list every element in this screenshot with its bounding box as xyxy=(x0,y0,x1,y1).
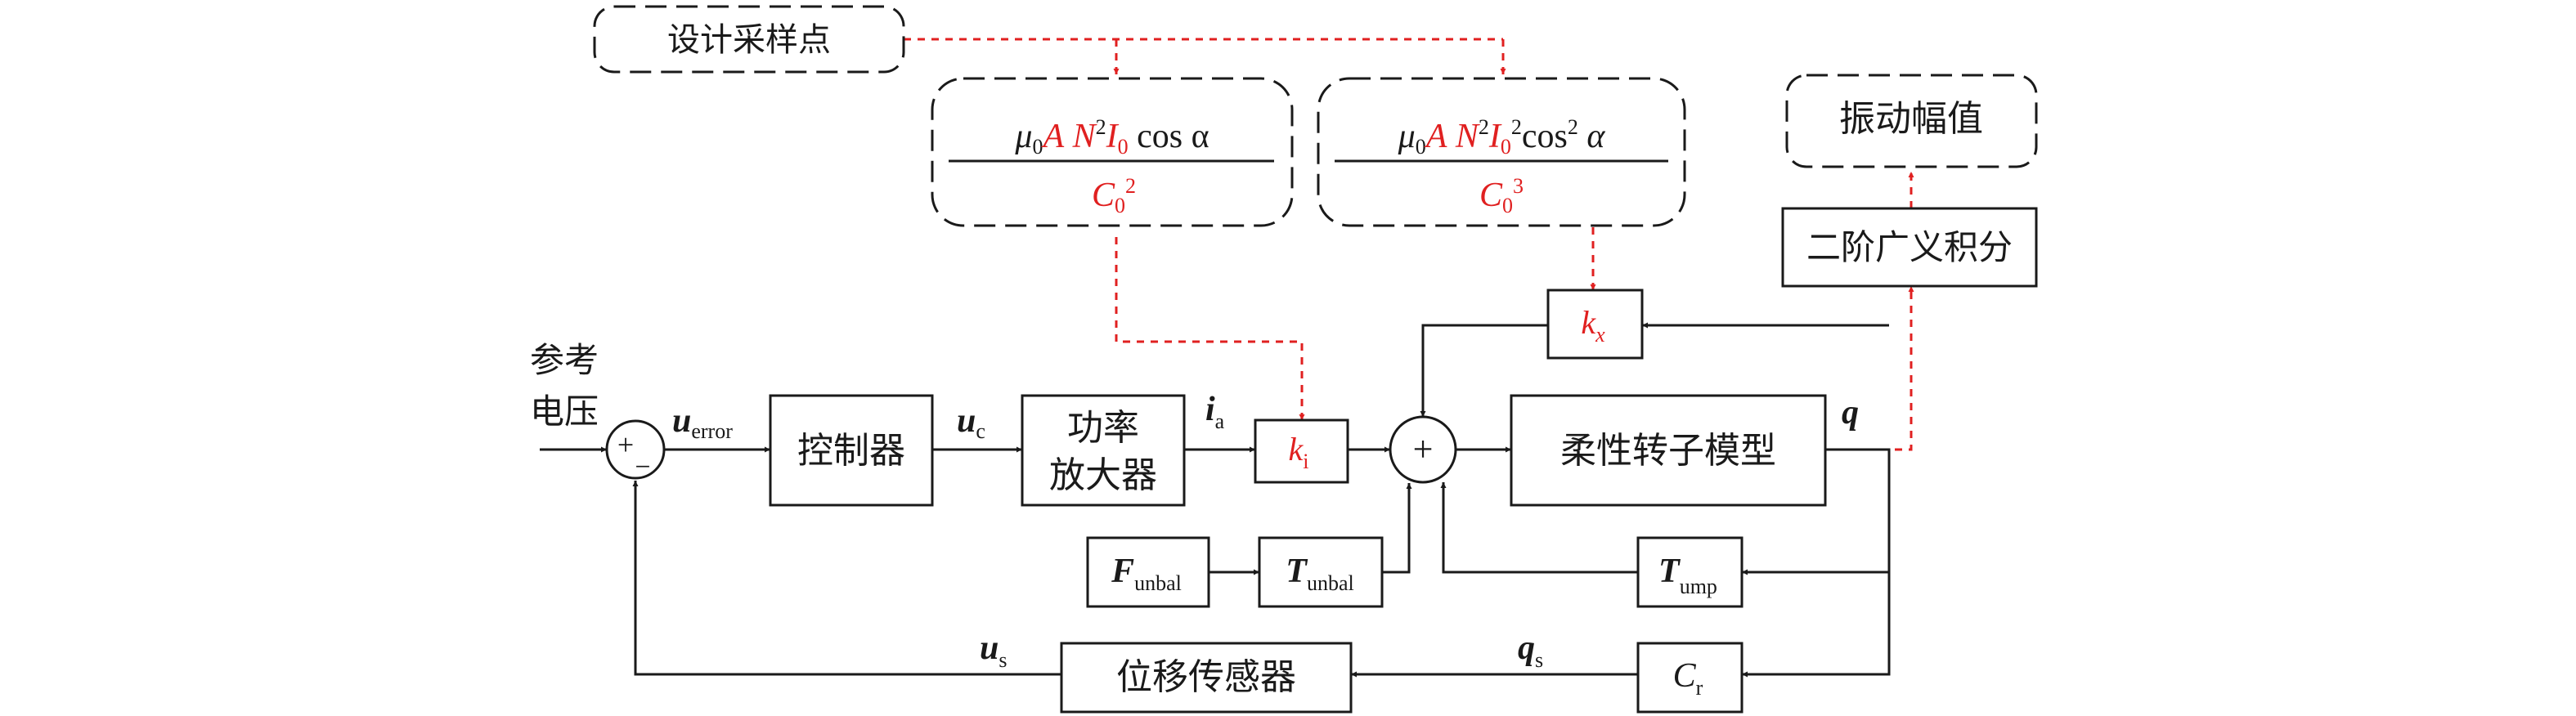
summing-junction-torque-plus: + xyxy=(1413,429,1434,469)
ki-formula-denominator: C02 xyxy=(1092,174,1136,217)
summing-junction-torque xyxy=(1389,415,1457,484)
q-to-integral-arrow xyxy=(1825,286,1914,451)
t-ump-label: Tump xyxy=(1658,553,1717,598)
summing-junction-error-plus: + xyxy=(617,428,634,461)
ki-formula-box xyxy=(931,77,1294,227)
ki-formula-to-ki-arrow xyxy=(1115,237,1305,420)
power-amplifier-label-line2: 放大器 xyxy=(1049,454,1157,496)
t-unbal-block xyxy=(1258,536,1384,608)
reference-voltage-label-line2: 电压 xyxy=(530,392,599,432)
t-ump-block xyxy=(1636,536,1744,608)
q-s-label: qs xyxy=(1518,629,1543,672)
flexible-rotor-model-block xyxy=(1510,394,1827,507)
controller-block xyxy=(769,394,934,507)
design-sampling-label: 设计采样点 xyxy=(667,21,831,59)
kx-formula-numerator: μ0A N2I02cos2 α xyxy=(1398,115,1606,159)
summing-junction-error xyxy=(605,419,666,480)
q-to-cr-arrow xyxy=(1742,448,1891,678)
ki-block xyxy=(1254,418,1349,484)
displacement-sensor-block xyxy=(1060,642,1353,714)
controller-label: 控制器 xyxy=(797,430,905,472)
vibration-amplitude-label: 振动幅值 xyxy=(1839,98,1983,140)
flexible-rotor-model-label: 柔性转子模型 xyxy=(1560,430,1776,472)
tump-to-sum-arrow xyxy=(1440,482,1638,574)
sensor-feedback-arrow xyxy=(632,481,1061,676)
ki-label: ki xyxy=(1289,431,1309,473)
kx-block xyxy=(1546,289,1644,360)
tunbal-to-sum-arrow xyxy=(1382,483,1412,574)
vibration-amplitude-box xyxy=(1785,74,2038,168)
cr-label: Cr xyxy=(1673,657,1703,700)
displacement-sensor-label: 位移传感器 xyxy=(1116,656,1296,698)
reference-voltage-label-line1: 参考 xyxy=(530,340,599,380)
q-label: q xyxy=(1842,394,1859,432)
t-unbal-label: Tunbal xyxy=(1286,553,1353,595)
u-c-label: uc xyxy=(957,402,985,443)
u-error-label: uerror xyxy=(672,402,733,443)
design-sampling-box xyxy=(593,5,905,74)
signal-lines xyxy=(540,322,1891,678)
power-amplifier-block xyxy=(1021,394,1186,507)
second-order-integral-label: 二阶广义积分 xyxy=(1806,227,2013,267)
i-a-label: ia xyxy=(1205,391,1225,433)
ki-formula-numerator: μ0A N2I0 cos α xyxy=(1014,115,1209,159)
second-order-integral-block xyxy=(1781,207,2038,288)
f-unbal-block xyxy=(1086,536,1210,608)
f-unbal-label: Funbal xyxy=(1111,553,1182,595)
kx-formula-denominator: C03 xyxy=(1479,174,1524,217)
summing-junction-error-minus: − xyxy=(635,452,650,482)
u-s-label: us xyxy=(980,629,1007,672)
kx-to-sum-arrow xyxy=(1420,324,1548,417)
kx-formula-box xyxy=(1317,77,1686,227)
power-amplifier-label-line1: 功率 xyxy=(1067,407,1139,449)
kx-label: kx xyxy=(1581,304,1605,347)
cr-block xyxy=(1636,642,1744,714)
